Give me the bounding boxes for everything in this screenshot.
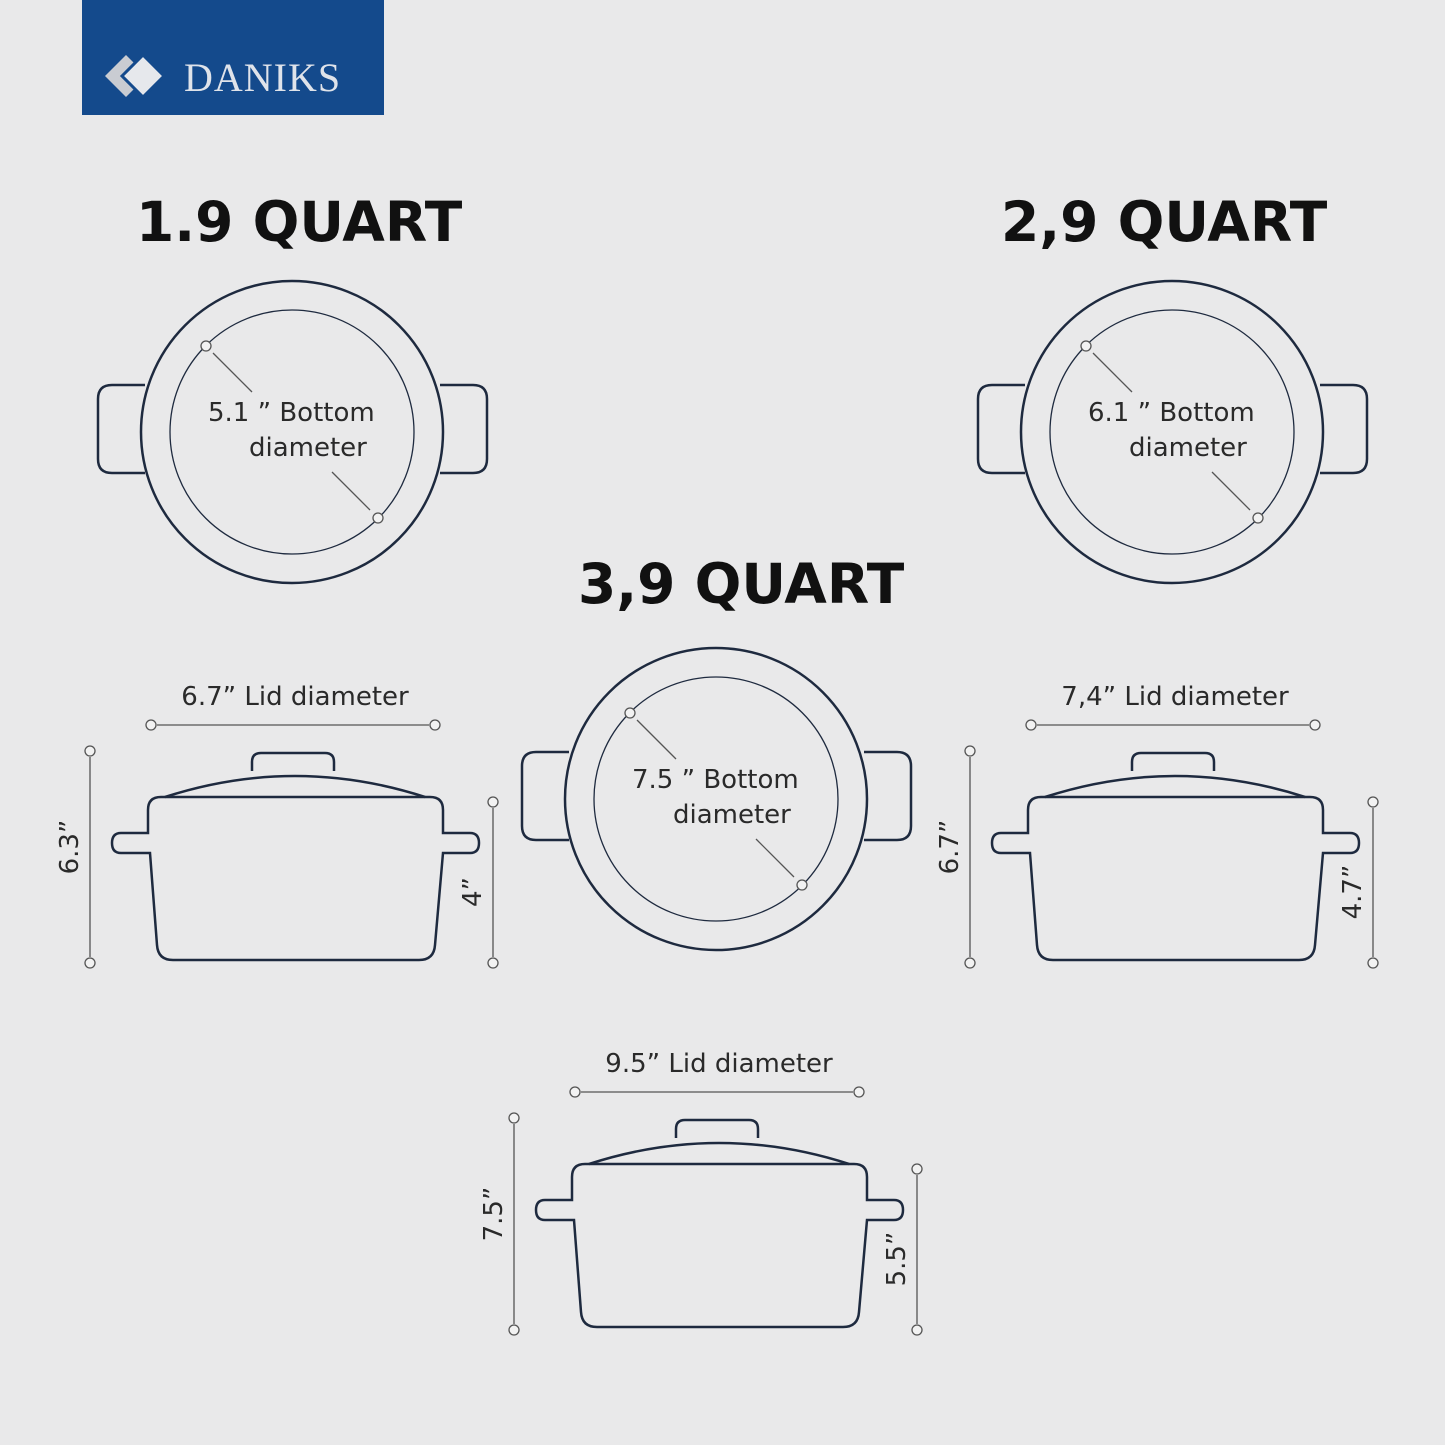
lid-knob xyxy=(250,751,336,771)
brand-name: DANIKS xyxy=(184,55,342,100)
leader-line xyxy=(212,352,253,393)
pot-rim-outer xyxy=(563,646,869,952)
pot-title-1: 1.9 QUART xyxy=(136,190,463,254)
lid-diameter-label: 9.5” Lid diameter xyxy=(605,1049,833,1079)
total-height-label: 7.5” xyxy=(479,1186,509,1242)
dimension-dot xyxy=(487,957,499,969)
top-view-3 xyxy=(520,646,913,952)
lid-diameter-label: 7,4” Lid diameter xyxy=(1061,682,1289,712)
dimension-dot xyxy=(84,745,96,757)
leader-line xyxy=(1211,471,1251,511)
dimension-dot xyxy=(624,707,636,719)
dimension-dot xyxy=(508,1112,520,1124)
bottom-diameter-label: diameter xyxy=(1129,433,1247,463)
pot-rim-outer xyxy=(139,279,445,585)
lid-knob xyxy=(1130,751,1216,771)
dimension-dot xyxy=(200,340,212,352)
bottom-diameter-label: diameter xyxy=(673,800,791,830)
dimension-dot xyxy=(964,745,976,757)
pot-body xyxy=(990,795,1361,962)
brand-logo: DANIKS xyxy=(82,0,384,115)
pot-rim-outer xyxy=(1019,279,1325,585)
dimension-dot xyxy=(145,719,157,731)
handle-left xyxy=(976,383,1025,475)
dimension-dot xyxy=(911,1324,923,1336)
handle-right xyxy=(864,750,913,842)
leader-line xyxy=(1092,352,1133,393)
pot-title-2: 2,9 QUART xyxy=(1001,190,1328,254)
body-height-label: 4” xyxy=(458,877,488,908)
dimension-dot xyxy=(487,796,499,808)
top-view-2 xyxy=(976,279,1369,585)
pot-lid xyxy=(1044,774,1306,799)
dimension-dot xyxy=(508,1324,520,1336)
handle-left xyxy=(96,383,145,475)
bottom-diameter-label: 6.1 ” Bottom xyxy=(1088,398,1255,428)
dimension-dot xyxy=(429,719,441,731)
dimension-dot xyxy=(796,879,808,891)
dimension-dot xyxy=(1367,957,1379,969)
top-view-1 xyxy=(96,279,489,585)
dimension-dot xyxy=(84,957,96,969)
bottom-diameter-label: 5.1 ” Bottom xyxy=(208,398,375,428)
pot-title-3: 3,9 QUART xyxy=(578,552,905,616)
pot-bottom-inner xyxy=(1049,309,1295,555)
side-view-2 xyxy=(990,751,1361,962)
side-view-3 xyxy=(534,1118,905,1329)
leader-line xyxy=(636,719,677,760)
pot-bottom-inner xyxy=(593,676,839,922)
dimension-dot xyxy=(1080,340,1092,352)
handle-right xyxy=(1320,383,1369,475)
bottom-diameter-label: diameter xyxy=(249,433,367,463)
pot-body xyxy=(534,1162,905,1329)
pot-lid xyxy=(164,774,426,799)
dimension-dot xyxy=(1367,796,1379,808)
bottom-diameter-label: 7.5 ” Bottom xyxy=(632,765,799,795)
dimension-dot xyxy=(911,1163,923,1175)
body-height-label: 5.5” xyxy=(882,1231,912,1287)
dimension-dot xyxy=(1025,719,1037,731)
lid-knob xyxy=(674,1118,760,1138)
logo-diamond-icon xyxy=(105,52,167,100)
handle-left xyxy=(520,750,569,842)
pot-body xyxy=(110,795,481,962)
total-height-label: 6.7” xyxy=(935,819,965,875)
side-view-1 xyxy=(110,751,481,962)
pot-bottom-inner xyxy=(169,309,415,555)
dimension-dot xyxy=(964,957,976,969)
pot-lid xyxy=(588,1141,850,1166)
dimension-dot xyxy=(1252,512,1264,524)
dimension-dot xyxy=(853,1086,865,1098)
dimension-dot xyxy=(372,512,384,524)
total-height-label: 6.3” xyxy=(55,819,85,875)
dimension-dot xyxy=(1309,719,1321,731)
dimension-dot xyxy=(569,1086,581,1098)
lid-diameter-label: 6.7” Lid diameter xyxy=(181,682,409,712)
leader-line xyxy=(755,838,795,878)
leader-line xyxy=(331,471,371,511)
body-height-label: 4.7” xyxy=(1338,864,1368,920)
handle-right xyxy=(440,383,489,475)
